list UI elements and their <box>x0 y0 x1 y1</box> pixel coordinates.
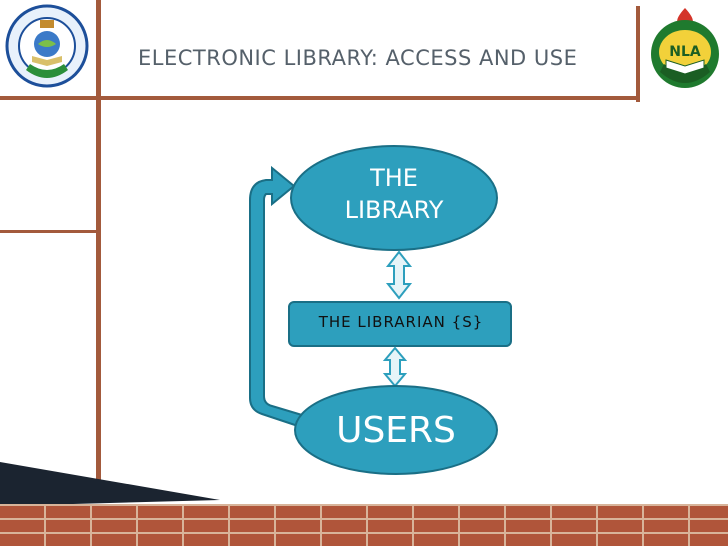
library-label-line1: THE <box>370 164 418 192</box>
library-librarian-arrow <box>385 250 413 300</box>
nla-logo-text: NLA <box>669 44 701 60</box>
users-node <box>294 385 498 475</box>
nla-crest-icon: NLA <box>651 8 719 88</box>
librarian-node <box>288 301 512 347</box>
page-title: ELECTRONIC LIBRARY: ACCESS AND USE <box>138 46 578 70</box>
users-label: USERS <box>336 410 456 451</box>
librarian-label: THE LIBRARIAN {S} <box>318 313 484 331</box>
top-frame-line <box>0 96 640 100</box>
right-logo-divider <box>636 6 640 102</box>
brick-footer <box>0 504 728 546</box>
library-node <box>290 145 498 251</box>
decorative-wedge <box>0 462 220 506</box>
left-horizontal-bar <box>0 230 100 233</box>
library-label-line2: LIBRARY <box>344 196 444 224</box>
university-crest-icon <box>5 4 89 88</box>
librarian-users-arrow <box>382 346 408 388</box>
feedback-loop-arrow <box>249 165 314 432</box>
nla-logo: NLA <box>646 2 724 98</box>
university-logo <box>2 0 92 92</box>
left-vertical-bar <box>96 0 101 500</box>
